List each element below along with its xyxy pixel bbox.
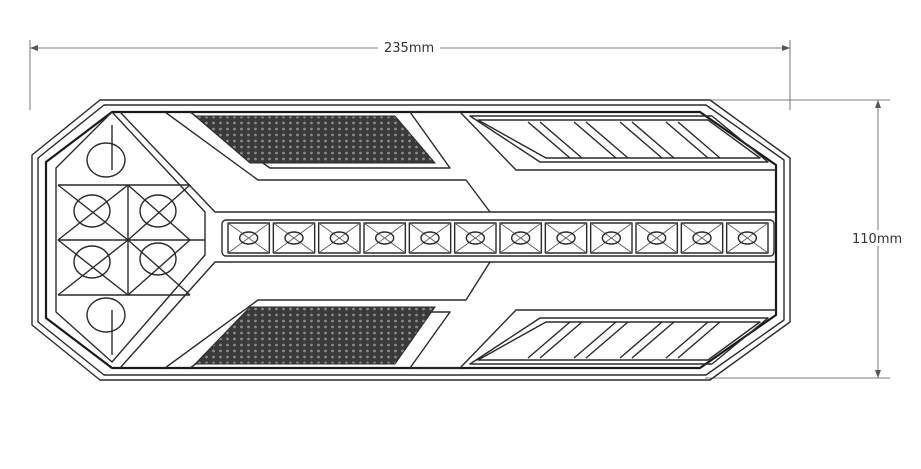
led-cell xyxy=(635,222,679,254)
mesh-reflector-bottom xyxy=(193,306,436,365)
round-lens xyxy=(139,242,177,276)
width-dimension: 235mm xyxy=(29,38,791,110)
led-cell xyxy=(408,222,452,254)
chevron-block-top xyxy=(469,115,769,163)
upper-light-band xyxy=(119,111,776,213)
led-cell xyxy=(544,222,588,254)
led-cell xyxy=(725,222,769,254)
round-lens xyxy=(86,142,126,178)
round-lens xyxy=(139,194,177,228)
led-cell xyxy=(680,222,724,254)
round-lens xyxy=(86,297,126,333)
round-lens xyxy=(73,245,111,279)
mesh-reflector-top xyxy=(193,115,437,164)
lamp-housing xyxy=(31,99,791,381)
lower-light-band xyxy=(119,261,776,369)
led-cell xyxy=(272,222,316,254)
led-cell xyxy=(227,222,271,254)
led-strip xyxy=(221,219,775,257)
lens-cluster xyxy=(55,111,206,363)
led-cell xyxy=(363,222,407,254)
height-label: 110mm xyxy=(852,232,902,247)
height-dimension: 110mm xyxy=(705,99,906,379)
led-cell xyxy=(499,222,543,254)
led-cell xyxy=(317,222,361,254)
led-cell xyxy=(453,222,497,254)
led-cell xyxy=(589,222,633,254)
round-lens xyxy=(73,194,111,228)
chevron-block-bottom xyxy=(469,317,769,365)
width-label: 235mm xyxy=(384,41,434,56)
